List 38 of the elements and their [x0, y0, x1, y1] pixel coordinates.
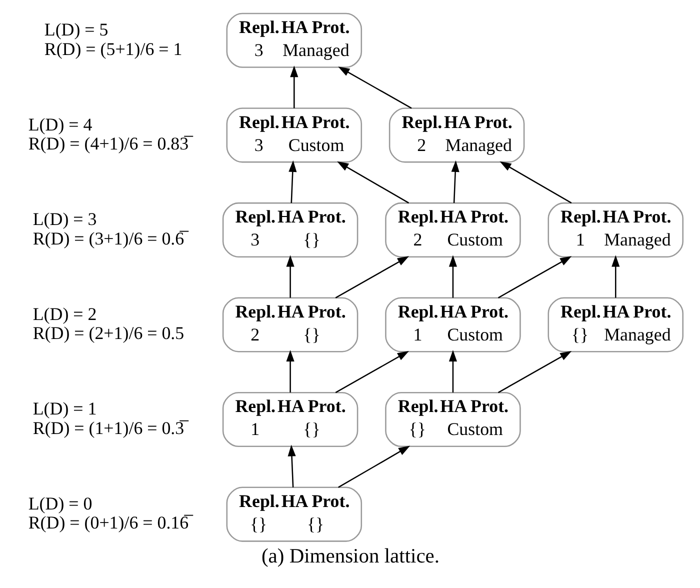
node-box: Repl.HA Prot. 1 {} [222, 392, 358, 448]
node-box: Repl.HA Prot. 2 Custom [384, 202, 520, 258]
arrow [497, 350, 572, 394]
arrow [338, 66, 412, 109]
label: L(D) = 0 [28, 493, 92, 514]
arrow [334, 350, 409, 394]
label: L(D) = 3 [32, 209, 96, 230]
node-box: Repl.HA Prot. 3 Custom [226, 108, 362, 163]
arrow [448, 350, 456, 393]
arrow [336, 161, 409, 204]
arrow [288, 160, 296, 204]
node-box: Repl.HA Prot. 2 Managed [388, 108, 524, 163]
arrow [290, 66, 298, 108]
arrow [286, 350, 294, 393]
node-box: Repl.HA Prot. {} Custom [384, 392, 520, 448]
label: R(D) = (5+1)/6 = 1 [44, 38, 182, 59]
arrow [499, 161, 572, 204]
label: R(D) = (2+1)/6 = 0.5 [32, 323, 184, 344]
node-box: Repl.HA Prot. {} Managed [547, 297, 684, 352]
node-box: Repl.HA Prot. 1 Custom [384, 297, 520, 352]
node-box: Repl.HA Prot. 3 {} [222, 202, 358, 258]
label: L(D) = 5 [44, 20, 108, 40]
arrow [450, 160, 459, 204]
label: L(D) = 2 [32, 304, 96, 324]
arrow [338, 446, 410, 488]
node-box: Repl.HA Prot. 1 Managed [547, 202, 684, 258]
node-box: Repl.HA Prot. 3 Managed [226, 12, 362, 68]
arrow [611, 255, 620, 298]
arrow [334, 256, 409, 298]
label: L(D) = 1 [32, 398, 96, 419]
arrow [287, 444, 296, 488]
node-box: Repl.HA Prot. {} {} [226, 486, 362, 542]
arrow [286, 255, 294, 298]
caption: (a) Dimension lattice. [260, 546, 440, 568]
node-box: Repl.HA Prot. 2 {} [222, 297, 358, 352]
arrow [448, 255, 456, 298]
arrow [497, 256, 572, 298]
label: L(D) = 4 [28, 114, 92, 134]
